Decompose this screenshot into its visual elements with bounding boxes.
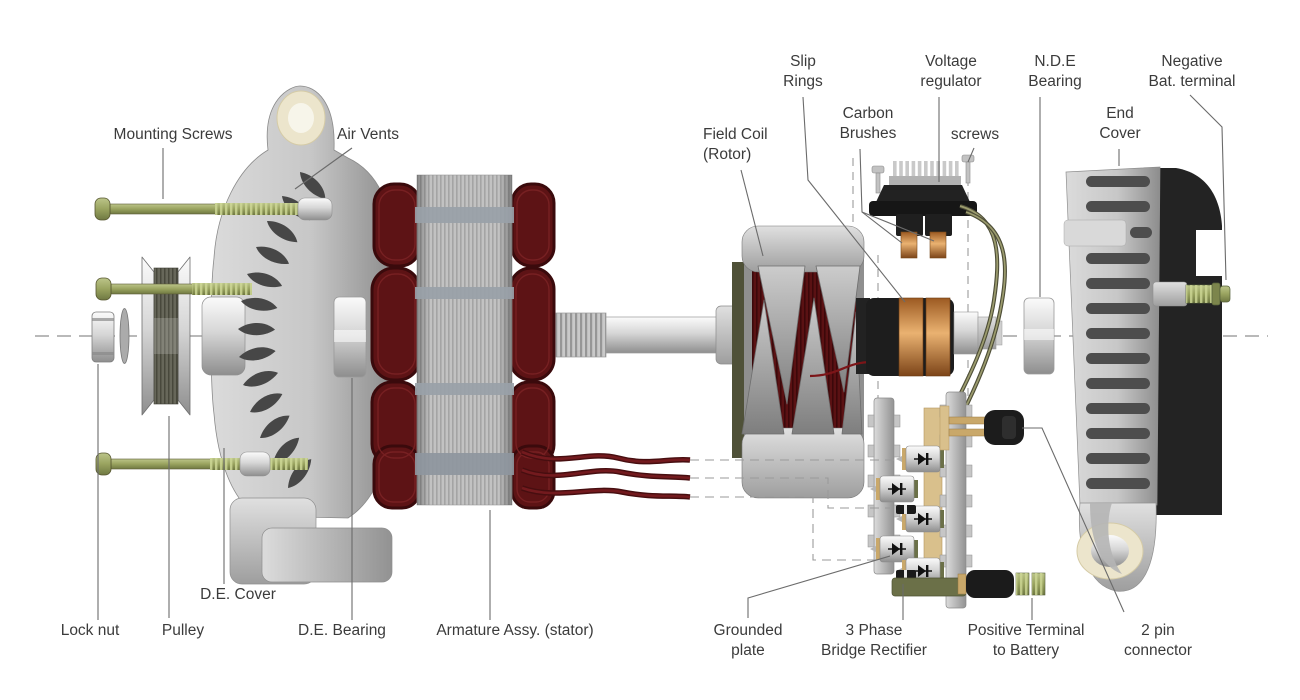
label-lock-nut: Lock nut: [60, 622, 120, 639]
end-cover: [1063, 166, 1231, 592]
air-vents: [238, 172, 326, 488]
nde-bearing: [1023, 297, 1055, 375]
slip-rings: [866, 297, 1003, 377]
phase-connection-dashed-lines: [690, 459, 896, 561]
armature-stator: [370, 174, 691, 510]
mounting-screw-middle: [95, 277, 252, 301]
regulator-wires: [948, 204, 1007, 427]
de-bearing: [333, 296, 367, 378]
rotor-shaft: [555, 305, 745, 365]
mounting-screw-top: [94, 197, 306, 221]
label-armature-stator: Armature Assy. (stator): [436, 622, 594, 639]
label-screws: screws: [950, 126, 1000, 143]
washer: [119, 308, 130, 364]
label-pulley: Pulley: [161, 622, 205, 639]
label-mounting-screws: Mounting Screws: [113, 126, 233, 143]
stator-wires: [520, 449, 691, 500]
negative-battery-terminal: [1152, 281, 1231, 307]
leader-lines: [97, 94, 1227, 620]
label-air-vents: Air Vents: [336, 126, 400, 143]
pulley: [141, 256, 191, 416]
positive-terminal: [957, 570, 1046, 598]
regulator-screws: [871, 154, 975, 194]
label-de-bearing: D.E. Bearing: [298, 622, 386, 639]
de-cover: [201, 85, 394, 585]
label-field-coil-rotor: Field Coil(Rotor): [703, 126, 768, 163]
diodes: [870, 445, 944, 585]
lock-nut: [91, 311, 115, 363]
voltage-regulator: [869, 161, 977, 216]
field-coil-rotor: [732, 225, 873, 499]
carbon-brushes: [896, 214, 952, 259]
bridge-rectifier: [867, 391, 1046, 609]
mounting-screws: [94, 197, 333, 477]
two-pin-connector: [939, 405, 1024, 451]
label-de-cover: D.E. Cover: [200, 586, 276, 603]
